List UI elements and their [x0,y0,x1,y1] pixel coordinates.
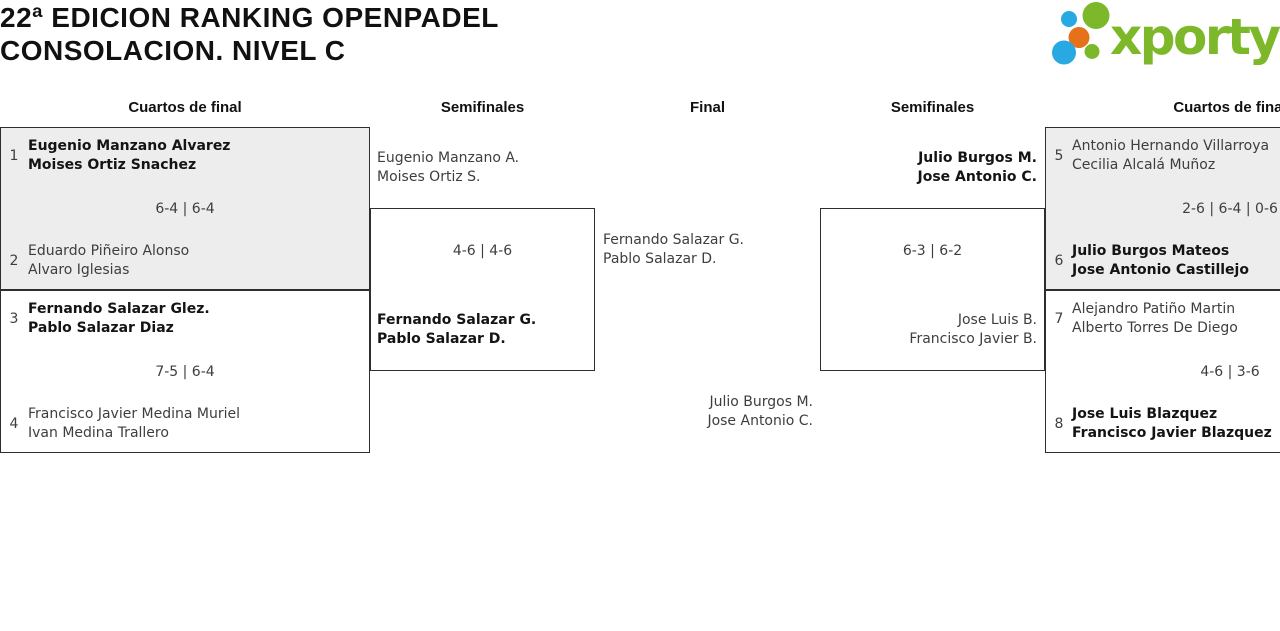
match-box-qf-right-1 [1045,127,1280,290]
final-team-bottom: Julio Burgos M. Jose Antonio C. [595,393,813,431]
final-team-top: Fernando Salazar G. Pablo Salazar D. [603,231,744,269]
logo-dot-orange [1068,27,1090,48]
match-box-qf-left-2 [0,290,370,453]
player-name-line: Jose Antonio Castillejo [1072,262,1249,278]
seed-number-1: 1 [9,148,19,164]
player-name-line: Francisco Javier Blazquez [1072,425,1272,441]
player-name-line: Julio Burgos M. [918,150,1037,166]
sf-left-team-bottom: Fernando Salazar G. Pablo Salazar D. [377,311,536,349]
match-box-sf-right [820,208,1045,371]
player-name-line: Cecilia Alcalá Muñoz [1072,157,1216,173]
sf-left-team-top: Eugenio Manzano A. Moises Ortiz S. [377,149,519,187]
qf-left-1-team-top: Eugenio Manzano Alvarez Moises Ortiz Sna… [28,137,230,175]
qf-right-1-team-top: Antonio Hernando Villarroya Cecilia Alca… [1072,137,1269,175]
seed-number-2: 2 [9,253,19,269]
round-header-qf-right: Cuartos de final [1173,99,1280,116]
player-name-line: Alvaro Iglesias [28,262,130,278]
xporty-logo[interactable]: xporty [1048,2,1280,68]
player-name-line: Eduardo Piñeiro Alonso [28,243,190,259]
player-name-line: Ivan Medina Trallero [28,425,169,441]
qf-left-2-score: 7-5 | 6-4 [155,364,215,380]
qf-left-1-score: 6-4 | 6-4 [155,201,215,217]
player-name-line: Fernando Salazar G. [603,232,745,248]
player-name-line: Alberto Torres De Diego [1072,320,1238,336]
match-box-sf-left [370,208,595,371]
player-name-line: Jose Luis Blazquez [1072,406,1218,422]
player-name-line: Moises Ortiz Snachez [28,157,197,173]
player-name-line: Antonio Hernando Villarroya [1072,138,1270,154]
player-name-line: Francisco Javier B. [909,331,1037,347]
player-name-line: Fernando Salazar G. [377,312,537,328]
round-header-sf-right: Semifinales [890,99,975,116]
logo-dot-blue-large [1052,40,1076,65]
qf-right-1-team-bottom: Julio Burgos Mateos Jose Antonio Castill… [1072,242,1249,280]
qf-left-2-team-top: Fernando Salazar Glez. Pablo Salazar Dia… [28,300,210,338]
page-title: 22ª EDICION RANKING OPENPADEL CONSOLACIO… [0,1,499,67]
match-box-qf-left-1 [0,127,370,290]
player-name-line: Jose Antonio C. [707,413,813,429]
player-name-line: Francisco Javier Medina Muriel [28,406,241,422]
seed-number-5: 5 [1054,148,1064,164]
logo-wordmark: xporty [1110,8,1280,66]
seed-number-8: 8 [1054,416,1064,432]
page-title-line1: 22ª EDICION RANKING OPENPADEL [0,2,499,33]
seed-number-6: 6 [1054,253,1064,269]
qf-right-2-team-top: Alejandro Patiño Martin Alberto Torres D… [1072,300,1238,338]
sf-right-team-top: Julio Burgos M. Jose Antonio C. [820,149,1038,187]
sf-left-score: 4-6 | 4-6 [452,243,513,259]
sf-right-team-bottom: Jose Luis B. Francisco Javier B. [820,311,1037,349]
page-title-line2: CONSOLACION. NIVEL C [0,35,346,66]
seed-number-7: 7 [1054,311,1064,327]
player-name-line: Jose Luis B. [957,312,1037,328]
seed-number-4: 4 [9,416,19,432]
qf-left-1-team-bottom: Eduardo Piñeiro Alonso Alvaro Iglesias [28,242,189,280]
round-header-sf-left: Semifinales [440,99,525,116]
qf-left-2-team-bottom: Francisco Javier Medina Muriel Ivan Medi… [28,405,240,443]
player-name-line: Pablo Salazar D. [377,331,506,347]
player-name-line: Jose Antonio C. [917,169,1038,185]
player-name-line: Julio Burgos Mateos [1072,243,1230,259]
logo-dot-green-small [1084,44,1100,59]
player-name-line: Fernando Salazar Glez. [28,301,210,317]
round-header-final: Final [689,99,725,116]
player-name-line: Pablo Salazar D. [603,251,717,267]
logo-dot-blue-small [1061,11,1077,27]
qf-right-1-score: 2-6 | 6-4 | 0-6 [1182,201,1278,217]
seed-number-3: 3 [9,311,19,327]
player-name-line: Moises Ortiz S. [377,169,481,185]
player-name-line: Alejandro Patiño Martin [1072,301,1236,317]
player-name-line: Eugenio Manzano A. [377,150,520,166]
qf-right-2-team-bottom: Jose Luis Blazquez Francisco Javier Blaz… [1072,405,1272,443]
logo-dot-green-large [1082,2,1110,29]
player-name-line: Pablo Salazar Diaz [28,320,174,336]
player-name-line: Eugenio Manzano Alvarez [28,138,231,154]
qf-right-2-score: 4-6 | 3-6 [1200,364,1260,380]
player-name-line: Julio Burgos M. [709,394,813,410]
round-header-qf-left: Cuartos de final [128,99,242,116]
sf-right-score: 6-3 | 6-2 [902,243,963,259]
match-box-qf-right-2 [1045,290,1280,453]
